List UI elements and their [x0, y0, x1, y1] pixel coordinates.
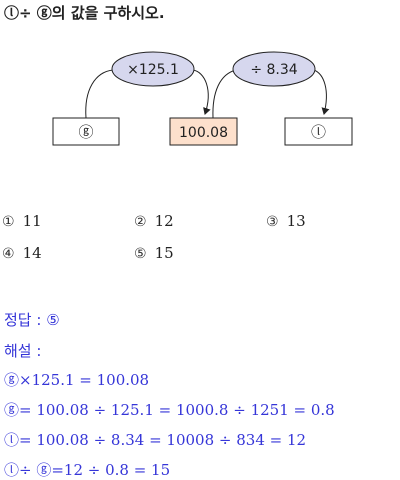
choice-2-number: ②: [134, 214, 147, 230]
arrow-curve-right: [313, 69, 330, 115]
solution-line-1: ⓖ×125.1 = 100.08: [4, 371, 150, 389]
choice-1-number: ①: [2, 214, 15, 230]
operation-divide-label: ÷ 8.34: [250, 62, 297, 78]
choice-2-value: 12: [154, 212, 174, 230]
box-end-label: ⓛ: [311, 123, 326, 141]
choice-1[interactable]: ① 11: [2, 212, 42, 230]
box-middle: [169, 117, 238, 146]
choice-1-value: 11: [22, 212, 42, 230]
question-text: ⓛ÷ ⓖ의 값을 구하시오.: [4, 4, 165, 22]
box-start-label: ⓖ: [78, 123, 93, 141]
operation-multiply-label: ×125.1: [127, 62, 179, 78]
choice-3-number: ③: [266, 214, 279, 230]
choice-3[interactable]: ③ 13: [266, 212, 306, 230]
choice-4-value: 14: [22, 244, 42, 262]
arrow-curve-mid2: [212, 69, 237, 119]
arrow-curve-left: [85, 69, 114, 119]
choice-5-number: ⑤: [134, 246, 147, 262]
solution-line-4: ⓛ÷ ⓖ=12 ÷ 0.8 = 15: [4, 461, 171, 479]
choice-2[interactable]: ② 12: [134, 212, 174, 230]
answer-label: 정답 : ⑤: [4, 311, 60, 329]
explanation-title: 해설 :: [4, 342, 42, 360]
operation-diagram: ×125.1 ÷ 8.34 ⓖ 100.08 ⓛ: [52, 51, 353, 146]
box-middle-label: 100.08: [179, 125, 228, 141]
choice-4[interactable]: ④ 14: [2, 244, 42, 262]
operation-oval-divide: [232, 51, 316, 87]
choice-4-number: ④: [2, 246, 15, 262]
box-end: [284, 117, 353, 146]
choice-3-value: 13: [286, 212, 306, 230]
choice-5-value: 15: [154, 244, 174, 262]
solution-line-3: ⓛ= 100.08 ÷ 8.34 = 10008 ÷ 834 = 12: [4, 431, 307, 449]
arrow-curve-mid: [192, 69, 211, 115]
box-start: [52, 117, 120, 146]
operation-oval-multiply: [111, 51, 195, 87]
choice-5[interactable]: ⑤ 15: [134, 244, 174, 262]
solution-line-2: ⓖ= 100.08 ÷ 125.1 = 1000.8 ÷ 1251 = 0.8: [4, 401, 335, 419]
